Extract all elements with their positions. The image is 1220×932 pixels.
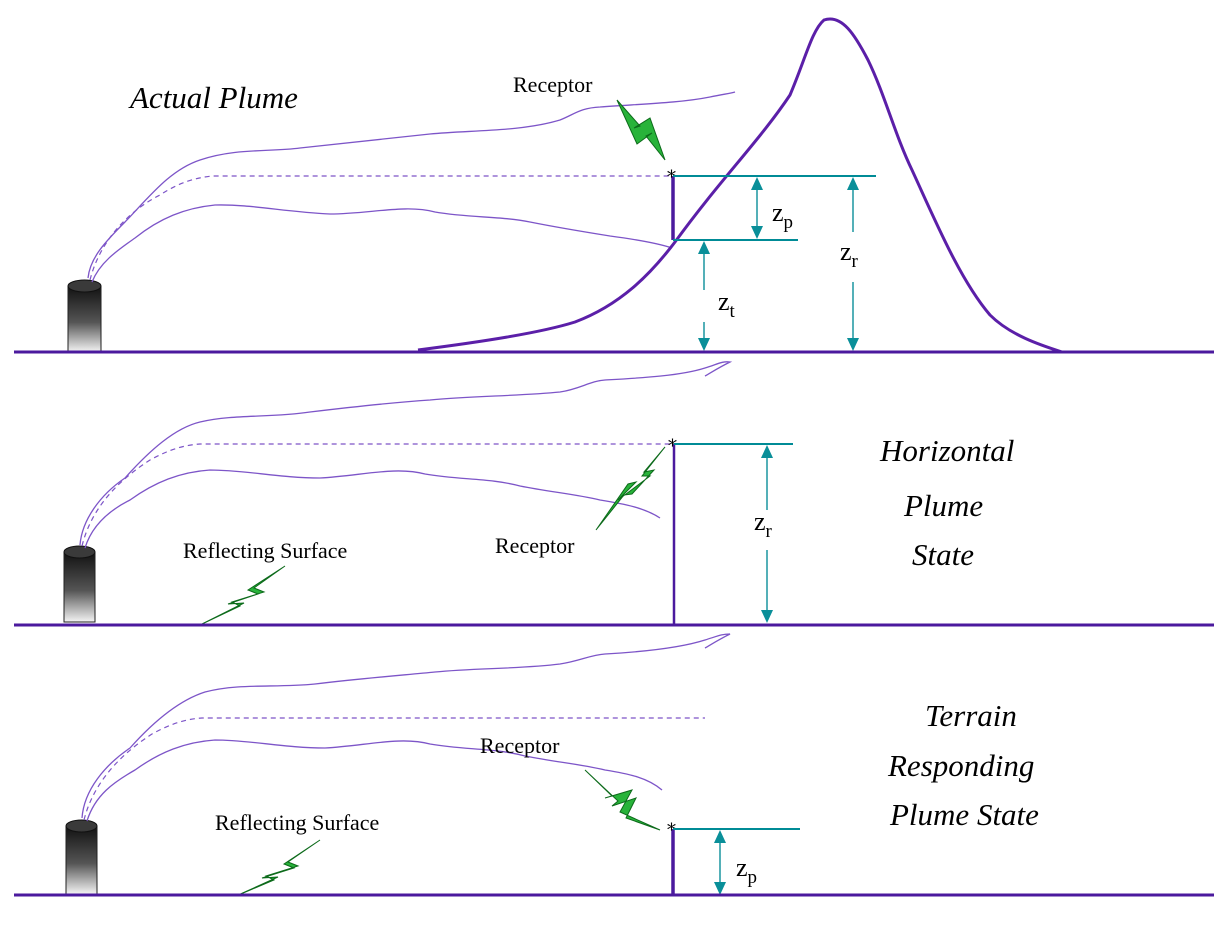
receptor-label-horizontal: Receptor bbox=[495, 533, 575, 558]
plume-lower-edge bbox=[86, 739, 663, 822]
receptor-star-icon: * bbox=[668, 436, 677, 457]
zt-label: zt bbox=[718, 287, 736, 322]
zp-dimension-arrow bbox=[714, 830, 726, 895]
panel-title-horizontal-line-3: State bbox=[912, 537, 974, 572]
lightning-pointer-icon bbox=[595, 446, 666, 531]
panel-actual-plume: Actual Plume * zp bbox=[14, 17, 1214, 354]
panel-horizontal-plume-state: * zr Receptor Reflecting Surface Horizon… bbox=[14, 361, 1214, 627]
zr-dimension-arrow bbox=[761, 445, 773, 623]
zt-dimension-arrow bbox=[698, 241, 710, 351]
panel-title-terrain-line-3: Plume State bbox=[889, 797, 1039, 832]
zp-label: zp bbox=[736, 853, 757, 888]
panel-title-terrain-line-2: Responding bbox=[887, 748, 1034, 783]
zp-dimension-arrow bbox=[751, 177, 763, 239]
terrain-hill bbox=[417, 17, 1063, 354]
panel-title-terrain-line-1: Terrain bbox=[925, 698, 1017, 733]
lightning-pointer-icon bbox=[616, 99, 666, 161]
lightning-pointer-icon bbox=[584, 769, 661, 831]
smokestack-icon bbox=[67, 279, 102, 353]
panel-title-horizontal-line-2: Plume bbox=[903, 488, 983, 523]
smokestack-icon bbox=[65, 819, 98, 895]
receptor-label-actual: Receptor bbox=[513, 72, 593, 97]
lightning-pointer-icon bbox=[235, 839, 321, 897]
receptor-star-icon: * bbox=[667, 820, 676, 841]
reflecting-surface-label-terrain: Reflecting Surface bbox=[215, 810, 379, 835]
panel-terrain-responding-plume-state: * zp Receptor Reflecting Surface Terrain… bbox=[14, 633, 1214, 897]
lightning-pointer-icon bbox=[201, 565, 286, 625]
zr-dimension-arrow bbox=[847, 177, 859, 351]
plume-centerline bbox=[89, 175, 672, 281]
zr-label: zr bbox=[754, 507, 773, 542]
panel-title-actual-plume: Actual Plume bbox=[128, 80, 298, 115]
receptor-label-terrain: Receptor bbox=[480, 733, 560, 758]
zr-label: zr bbox=[840, 237, 859, 272]
plume-upper-edge bbox=[79, 361, 733, 546]
panel-title-horizontal-line-1: Horizontal bbox=[879, 433, 1014, 468]
reflecting-surface-label-horizontal: Reflecting Surface bbox=[183, 538, 347, 563]
plume-upper-edge bbox=[81, 633, 731, 819]
smokestack-icon bbox=[63, 545, 96, 623]
plume-upper-edge bbox=[87, 91, 736, 279]
plume-lower-edge bbox=[84, 469, 661, 549]
plume-lower-edge bbox=[91, 204, 673, 283]
zp-label: zp bbox=[772, 198, 793, 233]
plume-centerline bbox=[83, 717, 705, 821]
plume-centerline bbox=[81, 443, 672, 547]
receptor-star-icon: * bbox=[667, 167, 676, 188]
